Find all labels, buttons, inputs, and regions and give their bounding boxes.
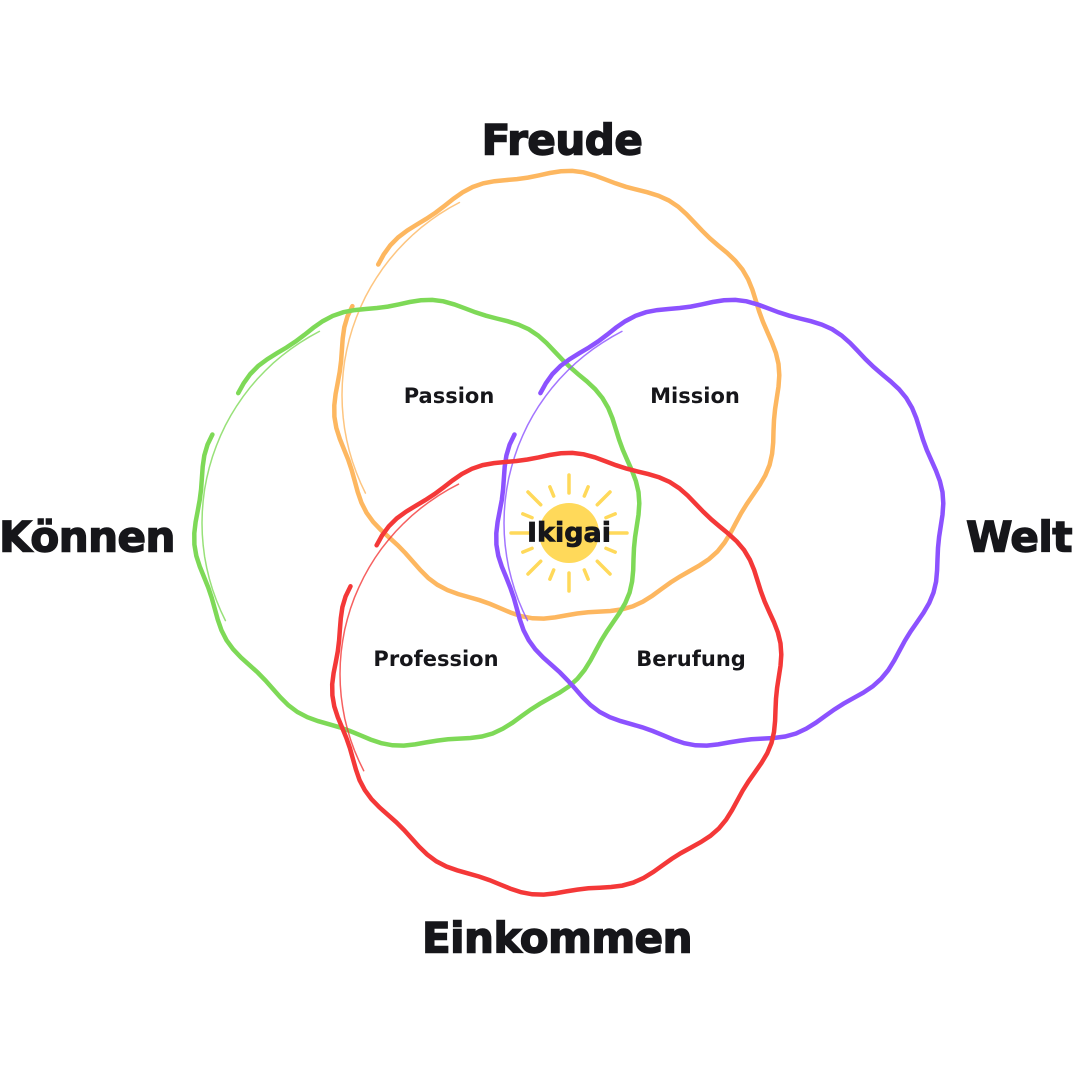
circle-einkommen	[329, 450, 784, 897]
sun-ray	[526, 490, 543, 507]
circle-welt	[494, 297, 946, 748]
sun-ray	[604, 512, 617, 520]
sun-ray	[526, 559, 543, 576]
label-koennen: Können	[0, 512, 176, 563]
label-ikigai: Ikigai	[526, 517, 612, 549]
label-profession: Profession	[373, 647, 499, 671]
sun-ray	[521, 546, 534, 554]
label-einkommen: Einkommen	[421, 913, 693, 964]
circle-koennen	[192, 297, 642, 748]
sun-ray	[604, 546, 617, 554]
sun-ray	[582, 568, 590, 581]
sun-ray	[595, 559, 612, 576]
label-welt: Welt	[965, 512, 1073, 563]
label-berufung: Berufung	[636, 647, 746, 671]
sun-ray	[548, 485, 556, 498]
sun-icon	[509, 473, 629, 593]
sun-ray	[595, 490, 612, 507]
label-freude: Freude	[481, 115, 644, 166]
label-mission: Mission	[650, 384, 740, 408]
sun-disc	[539, 503, 599, 563]
sun-ray	[548, 568, 556, 581]
label-passion: Passion	[403, 384, 495, 408]
sun-ray	[521, 512, 534, 520]
sun-ray	[582, 485, 590, 498]
circle-freude	[332, 168, 782, 621]
